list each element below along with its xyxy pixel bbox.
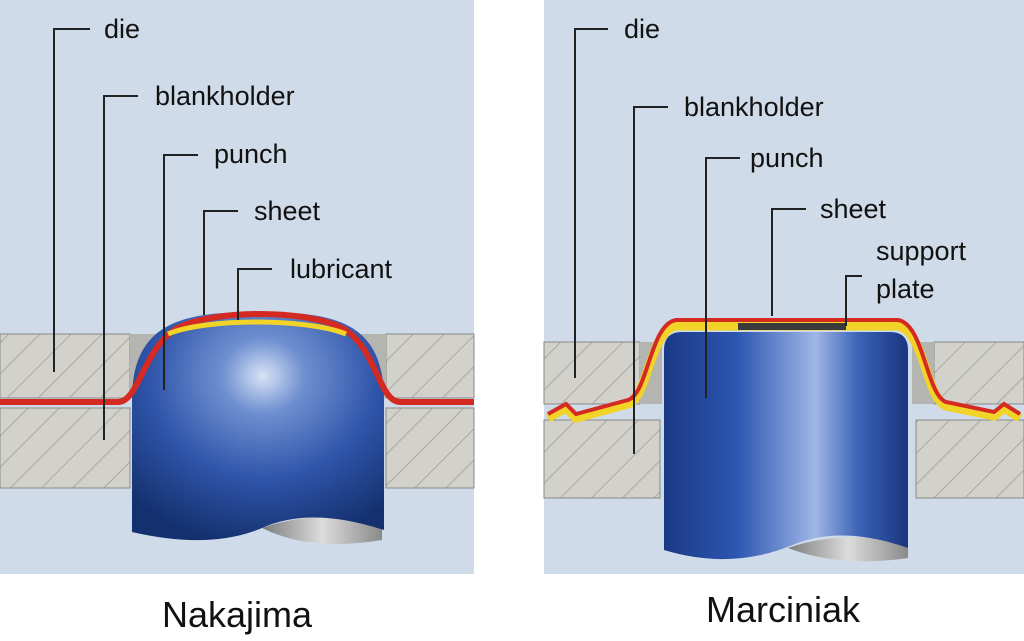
marciniak-panel: die blankholder punch sheet support plat… bbox=[543, 0, 1024, 574]
nakajima-blankholder-left bbox=[0, 407, 131, 489]
marciniak-die-left bbox=[543, 341, 641, 405]
nakajima-lubricant-label: lubricant bbox=[290, 254, 393, 284]
marciniak-blankholder-label: blankholder bbox=[684, 92, 824, 122]
nakajima-sheet-leader bbox=[203, 210, 238, 315]
marciniak-sheet-leader bbox=[771, 208, 806, 316]
marciniak-punch-label: punch bbox=[750, 143, 824, 173]
nakajima-punch-label: punch bbox=[214, 139, 288, 169]
nakajima-punch-shaft-cut bbox=[262, 517, 382, 544]
nakajima-die-label: die bbox=[104, 14, 140, 44]
nakajima-caption: Nakajima bbox=[162, 594, 313, 635]
nakajima-sheet bbox=[0, 311, 474, 405]
nakajima-die-leader bbox=[53, 28, 90, 372]
nakajima-sheet-label: sheet bbox=[254, 196, 321, 226]
marciniak-support-plate-leader bbox=[845, 275, 862, 326]
marciniak-blankholder-right bbox=[915, 419, 1024, 499]
nakajima-die-left bbox=[0, 333, 131, 399]
nakajima-lubricant bbox=[167, 319, 347, 337]
nakajima-panel: die blankholder punch sheet lubricant bbox=[0, 0, 475, 574]
nakajima-blankholder-leader bbox=[103, 95, 138, 440]
marciniak-punch-shaft-cut bbox=[788, 537, 908, 562]
marciniak-sheet bbox=[547, 318, 1022, 417]
marciniak-punch bbox=[664, 332, 908, 560]
marciniak-support-label-line1: support bbox=[876, 236, 967, 266]
marciniak-die-right bbox=[933, 341, 1024, 405]
nakajima-blankholder-right bbox=[385, 407, 475, 489]
marciniak-die-label: die bbox=[624, 14, 660, 44]
nakajima-punch-leader bbox=[163, 154, 198, 390]
marciniak-sheet-label: sheet bbox=[820, 194, 887, 224]
nakajima-lubricant-leader bbox=[237, 268, 272, 320]
marciniak-caption: Marciniak bbox=[706, 589, 861, 630]
marciniak-support-plate bbox=[738, 323, 846, 330]
marciniak-die-leader bbox=[574, 28, 608, 378]
marciniak-blankholder-leader bbox=[633, 106, 668, 454]
marciniak-blankholder-left bbox=[543, 419, 661, 499]
marciniak-support-label-line2: plate bbox=[876, 274, 935, 304]
nakajima-blankholder-label: blankholder bbox=[155, 81, 295, 111]
marciniak-punch-leader bbox=[705, 157, 740, 398]
nakajima-punch bbox=[132, 312, 384, 541]
nakajima-die-right bbox=[385, 333, 475, 399]
